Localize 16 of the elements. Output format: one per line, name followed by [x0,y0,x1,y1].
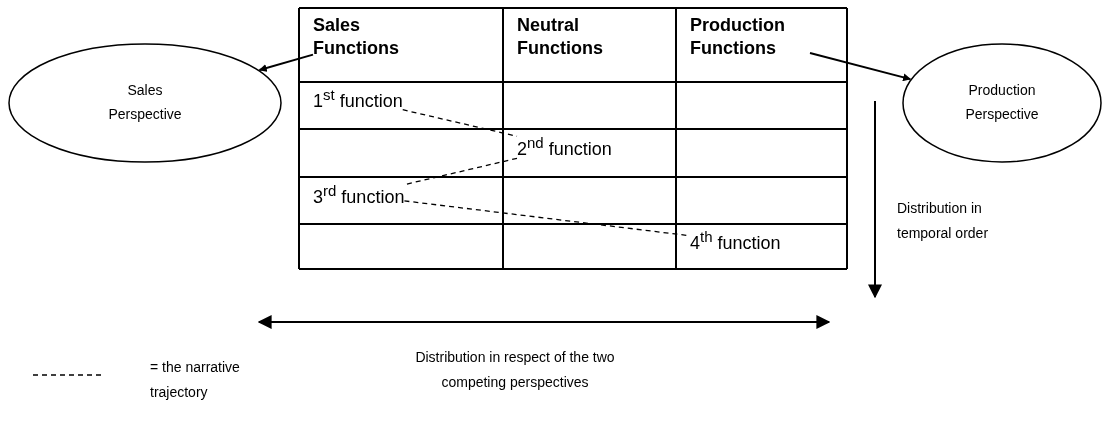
perspective-ellipse [8,43,282,163]
column-header: Sales Functions [313,14,433,61]
function-label: 2$^{nd}$ function [517,134,612,161]
perspective-ellipse [902,43,1102,163]
arrow [809,52,912,82]
axis-caption: Distribution in respect of the two competing perspectives [414,348,616,392]
axis-caption: Distribution in temporal order [897,199,990,243]
ellipse-label: Sales Perspective [107,81,183,124]
function-label: 3$^{rd}$ function [313,182,405,209]
arrow [258,53,314,72]
ellipse-label: Production Perspective [964,81,1040,124]
legend-text: = the narrative trajectory [150,358,241,402]
column-header: Production Functions [690,14,810,61]
column-header: Neutral Functions [517,14,637,61]
function-label: 4$^{th}$ function [690,228,781,255]
function-label: 1$^{st}$ function [313,86,403,113]
